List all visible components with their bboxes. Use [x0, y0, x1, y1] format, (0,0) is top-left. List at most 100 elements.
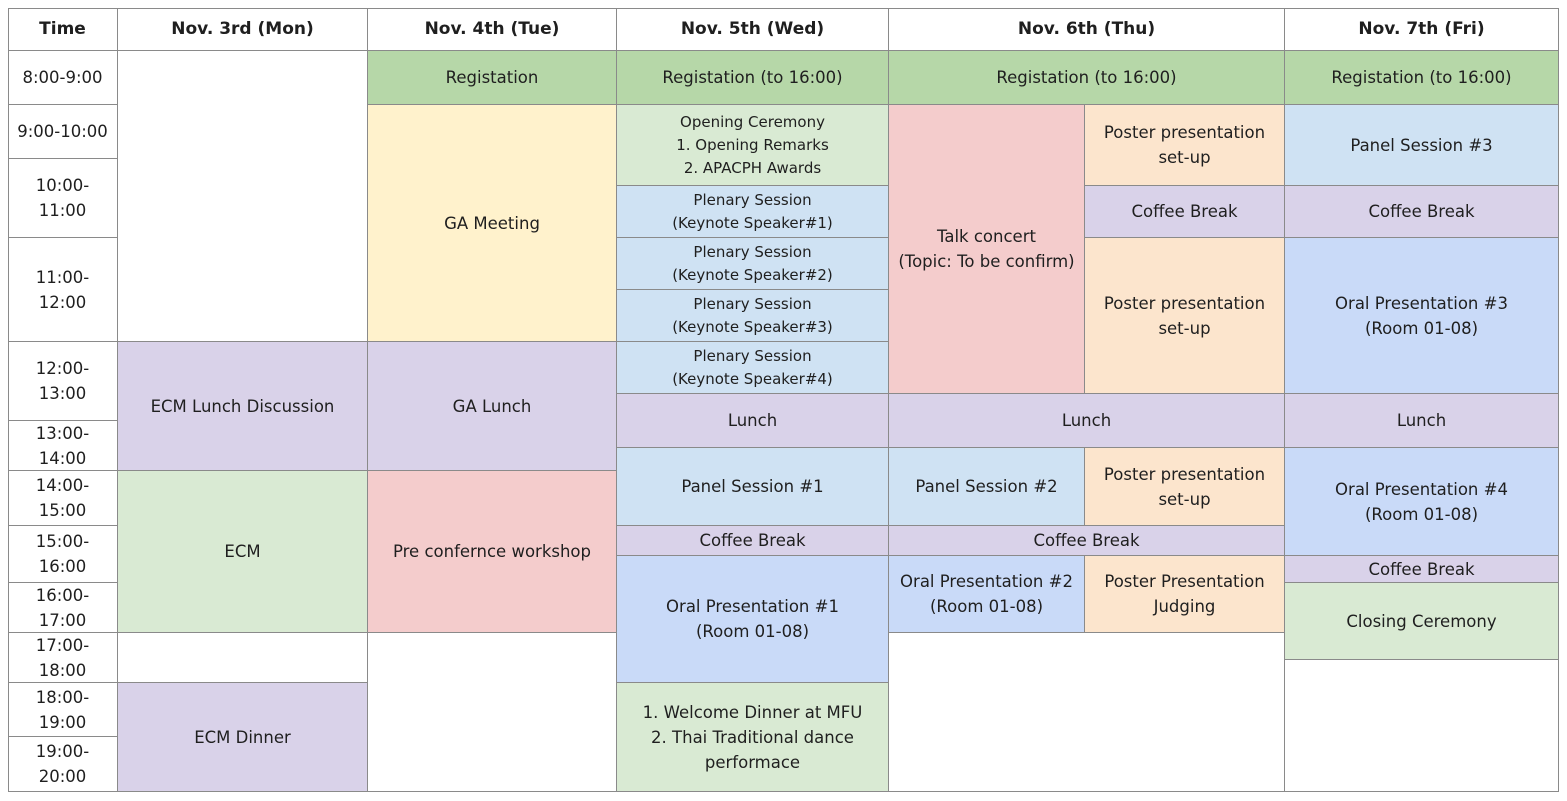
schedule-block-wed: Plenary Session (Keynote Speaker#3) [617, 290, 889, 342]
schedule-block-mon-label: ECM Lunch Discussion [150, 396, 335, 416]
schedule-block-fri: Closing Ceremony [1285, 583, 1559, 660]
schedule-block-fri: Registation (to 16:00) [1285, 51, 1559, 105]
schedule-block-fri-label: Panel Session #3 [1350, 135, 1493, 155]
time-slot: 13:00-14:00 [8, 421, 118, 471]
time-slot-label: 11:00-12:00 [35, 267, 90, 312]
schedule-block-thu: Registation (to 16:00) [889, 51, 1285, 105]
time-slot: 11:00-12:00 [8, 238, 118, 342]
schedule-block-wed-label: Oral Presentation #1 (Room 01-08) [666, 597, 839, 641]
time-slot-label: 18:00-19:00 [35, 687, 90, 732]
schedule-block-tue-label: GA Meeting [444, 213, 540, 233]
schedule-block-fri [1285, 660, 1559, 792]
schedule-block-thu-label: Talk concert (Topic: To be confirm) [898, 227, 1075, 271]
time-slot: 12:00-13:00 [8, 342, 118, 421]
schedule-block-wed-label: Plenary Session (Keynote Speaker#1) [672, 190, 833, 232]
schedule-block-wed-label: Lunch [727, 411, 778, 430]
schedule-block-fri: Coffee Break [1285, 186, 1559, 238]
schedule-block-thu: Poster Presentation Judging [1085, 556, 1285, 633]
schedule-block-thu-label: Coffee Break [1033, 531, 1140, 550]
schedule-block-wed: Lunch [617, 394, 889, 448]
schedule-block-thu: Poster presentation set-up [1085, 238, 1285, 394]
header-mon-label: Nov. 3rd (Mon) [171, 18, 314, 39]
schedule-block-fri-label: Coffee Break [1368, 202, 1475, 221]
schedule-block-thu: Oral Presentation #2 (Room 01-08) [889, 556, 1085, 633]
schedule-block-thu-label: Poster presentation set-up [1103, 464, 1266, 509]
header-tue-label: Nov. 4th (Tue) [424, 18, 560, 39]
time-slot: 18:00-19:00 [8, 683, 118, 737]
header-wed: Nov. 5th (Wed) [617, 8, 889, 51]
header-thu: Nov. 6th (Thu) [889, 8, 1285, 51]
schedule-block-fri-label: Registation (to 16:00) [1331, 68, 1512, 87]
table-border-top [8, 8, 1559, 9]
schedule-block-thu-label: Panel Session #2 [915, 477, 1058, 496]
schedule-block-wed-label: Plenary Session (Keynote Speaker#2) [672, 242, 833, 284]
schedule-block-thu-label: Poster presentation set-up [1103, 293, 1266, 338]
schedule-block-wed: Plenary Session (Keynote Speaker#2) [617, 238, 889, 290]
schedule-block-fri: Coffee Break [1285, 556, 1559, 583]
schedule-block-thu-label: Coffee Break [1131, 202, 1238, 221]
schedule-block-thu: Coffee Break [1085, 186, 1285, 238]
schedule-block-thu: Panel Session #2 [889, 448, 1085, 526]
schedule-block-wed: Panel Session #1 [617, 448, 889, 526]
schedule-block-wed: 1. Welcome Dinner at MFU 2. Thai Traditi… [617, 683, 889, 792]
schedule-block-wed-label: Registation (to 16:00) [662, 68, 843, 87]
schedule-block-wed-label: 1. Welcome Dinner at MFU 2. Thai Traditi… [642, 702, 863, 772]
table-border-left [8, 8, 9, 792]
schedule-block-thu: Coffee Break [889, 526, 1285, 556]
header-thu-label: Nov. 6th (Thu) [1017, 18, 1156, 39]
schedule-block-wed: Coffee Break [617, 526, 889, 556]
schedule-block-fri: Oral Presentation #3 (Room 01-08) [1285, 238, 1559, 394]
schedule-block-wed: Registation (to 16:00) [617, 51, 889, 105]
header-mon: Nov. 3rd (Mon) [118, 8, 368, 51]
schedule-block-thu [889, 633, 1285, 792]
schedule-block-tue: GA Meeting [368, 105, 617, 342]
time-slot: 17:00-18:00 [8, 633, 118, 683]
time-slot-label: 12:00-13:00 [35, 359, 90, 403]
schedule-block-fri: Lunch [1285, 394, 1559, 448]
schedule-block-tue-label: GA Lunch [452, 396, 532, 416]
schedule-block-mon: ECM [118, 471, 368, 633]
schedule-block-wed: Oral Presentation #1 (Room 01-08) [617, 556, 889, 683]
schedule-block-fri-label: Closing Ceremony [1346, 611, 1497, 631]
time-slot-label: 15:00-16:00 [35, 532, 90, 576]
schedule-block-tue-label: Pre confernce workshop [392, 542, 592, 561]
time-slot: 16:00-17:00 [8, 583, 118, 633]
schedule-block-fri-label: Oral Presentation #3 (Room 01-08) [1335, 293, 1508, 338]
header-fri: Nov. 7th (Fri) [1285, 8, 1559, 51]
schedule-block-fri: Oral Presentation #4 (Room 01-08) [1285, 448, 1559, 556]
time-slot-label: 16:00-17:00 [35, 585, 90, 630]
schedule-block-fri-label: Coffee Break [1368, 559, 1475, 579]
schedule-block-tue [368, 633, 617, 792]
time-slot-label: 10:00-11:00 [35, 176, 90, 220]
schedule-block-mon: ECM Dinner [118, 683, 368, 792]
header-tue: Nov. 4th (Tue) [368, 8, 617, 51]
time-slot: 14:00-15:00 [8, 471, 118, 526]
schedule-block-thu: Poster presentation set-up [1085, 448, 1285, 526]
schedule-block-mon [118, 633, 368, 683]
schedule-block-thu-label: Poster presentation set-up [1103, 123, 1266, 167]
schedule-block-mon-label: ECM [224, 542, 261, 561]
schedule-block-thu-label: Registation (to 16:00) [996, 68, 1177, 87]
time-slot: 9:00-10:00 [8, 105, 118, 159]
time-slot: 15:00-16:00 [8, 526, 118, 583]
header-time-label: Time [39, 18, 86, 39]
schedule-block-thu-label: Oral Presentation #2 (Room 01-08) [900, 572, 1073, 616]
time-slot: 19:00-20:00 [8, 737, 118, 792]
schedule-block-tue: Registation [368, 51, 617, 105]
schedule-block-fri: Panel Session #3 [1285, 105, 1559, 186]
schedule-block-tue: Pre confernce workshop [368, 471, 617, 633]
schedule-block-thu: Poster presentation set-up [1085, 105, 1285, 186]
time-slot-label: 14:00-15:00 [35, 476, 90, 520]
schedule-block-wed: Plenary Session (Keynote Speaker#1) [617, 186, 889, 238]
time-slot: 10:00-11:00 [8, 159, 118, 238]
schedule-block-thu-label: Lunch [1061, 411, 1112, 430]
header-fri-label: Nov. 7th (Fri) [1358, 18, 1485, 39]
schedule-block-wed-label: Opening Ceremony 1. Opening Remarks 2. A… [676, 112, 829, 177]
schedule-block-thu-label: Poster Presentation Judging [1104, 572, 1265, 616]
time-slot: 8:00-9:00 [8, 51, 118, 105]
time-slot-label: 9:00-10:00 [17, 122, 108, 141]
schedule-block-wed-label: Panel Session #1 [681, 477, 824, 496]
schedule-block-wed-label: Coffee Break [699, 531, 806, 550]
time-slot-label: 17:00-18:00 [35, 635, 90, 680]
